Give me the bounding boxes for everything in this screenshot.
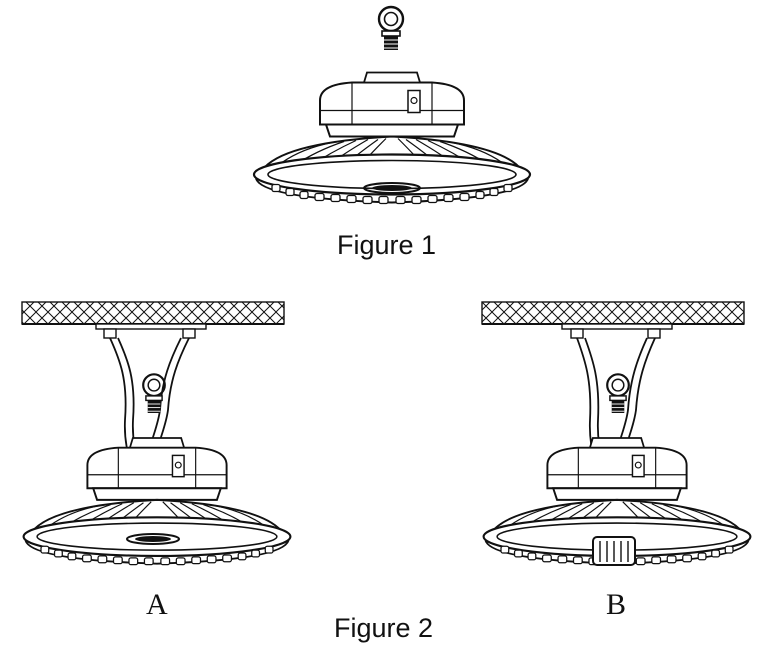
variant-a-label: A — [146, 588, 168, 621]
ceiling-bolt-icon — [570, 328, 661, 339]
sensor-module-icon — [592, 536, 636, 566]
ceiling-bolt-icon — [103, 328, 196, 339]
figure2-caption: Figure 2 — [334, 613, 434, 643]
figure2-variant-a — [21, 301, 292, 566]
figure2-variant-b — [481, 301, 752, 566]
variant-b-label: B — [606, 588, 627, 621]
figure1-caption: Figure 1 — [337, 230, 437, 260]
figure1-lamp — [252, 5, 532, 205]
